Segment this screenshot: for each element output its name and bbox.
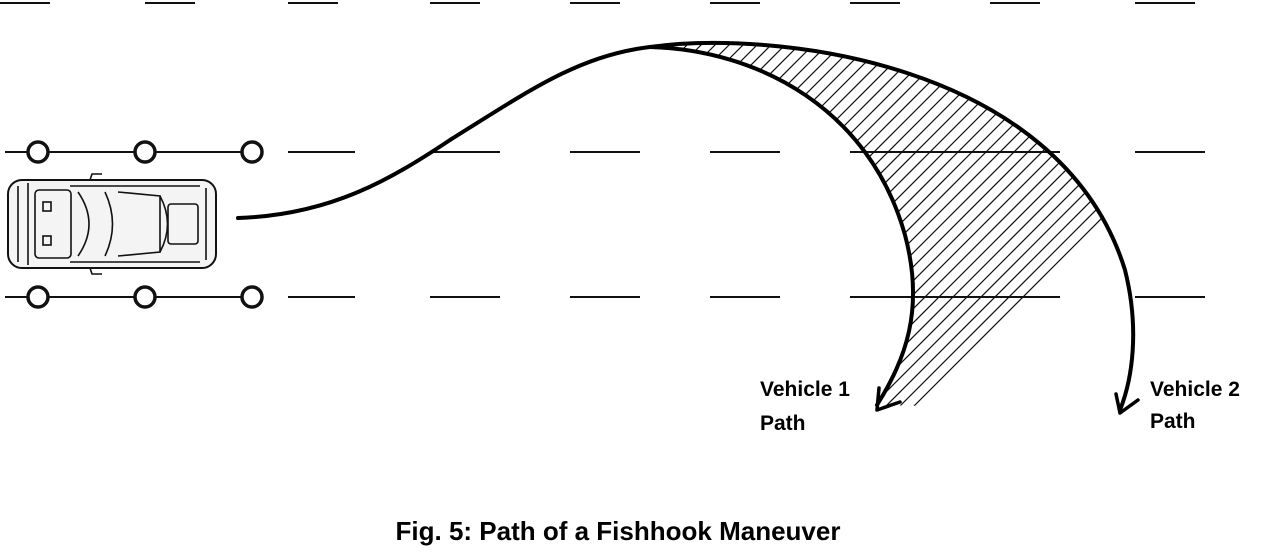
vehicle-1-arrowhead <box>875 386 902 412</box>
hatch-line <box>232 30 632 430</box>
hatch-line <box>650 42 759 410</box>
hatched-region <box>162 30 1134 430</box>
vehicle-2-label-line1: Vehicle 2 <box>1150 378 1240 401</box>
hatch-line <box>650 42 717 410</box>
hatch-line <box>246 30 646 430</box>
hatch-line <box>650 42 899 410</box>
vehicle-1-label-line2: Path <box>760 412 806 435</box>
cone <box>133 285 157 309</box>
cone <box>133 140 157 164</box>
figure-caption: Fig. 5: Path of a Fishhook Maneuver <box>396 516 841 546</box>
hatch-line <box>650 42 843 410</box>
cone <box>26 285 50 309</box>
hatch-line <box>650 42 787 410</box>
hatch-line <box>650 42 829 410</box>
cone <box>240 140 264 164</box>
hatch-line <box>650 42 703 410</box>
vehicle-2-label-line2: Path <box>1150 410 1196 433</box>
vehicle-paths <box>236 40 1140 415</box>
hatch-line <box>650 42 913 410</box>
hatch-line <box>650 42 661 410</box>
hatch-line <box>650 42 885 410</box>
hatch-line <box>650 42 815 410</box>
car-icon <box>7 173 217 275</box>
hatch-line <box>650 42 773 410</box>
hatch-line <box>875 42 1134 410</box>
shared-approach-path <box>236 45 652 220</box>
hatch-line <box>861 42 1134 410</box>
cone <box>26 140 50 164</box>
cone <box>240 285 264 309</box>
hatch-line <box>650 42 941 410</box>
hatch-line <box>218 30 618 430</box>
hatch-line <box>650 42 927 410</box>
vehicle-2-path-line <box>648 40 1136 412</box>
hatch-line <box>847 42 1134 410</box>
lane-markings <box>0 2 1205 298</box>
vehicle-1-label-line1: Vehicle 1 <box>760 378 850 401</box>
hatch-line <box>889 42 1134 410</box>
hatch-line <box>650 42 745 410</box>
hatch-line <box>650 42 689 410</box>
cones <box>26 140 264 309</box>
hatch-line <box>176 30 576 430</box>
hatch-line <box>650 42 675 410</box>
hatch-line <box>650 42 801 410</box>
vehicle-2-arrowhead <box>1114 392 1140 415</box>
hatch-line <box>204 30 604 430</box>
vehicle-1-path-line <box>648 45 916 407</box>
hatch-line <box>162 30 562 430</box>
